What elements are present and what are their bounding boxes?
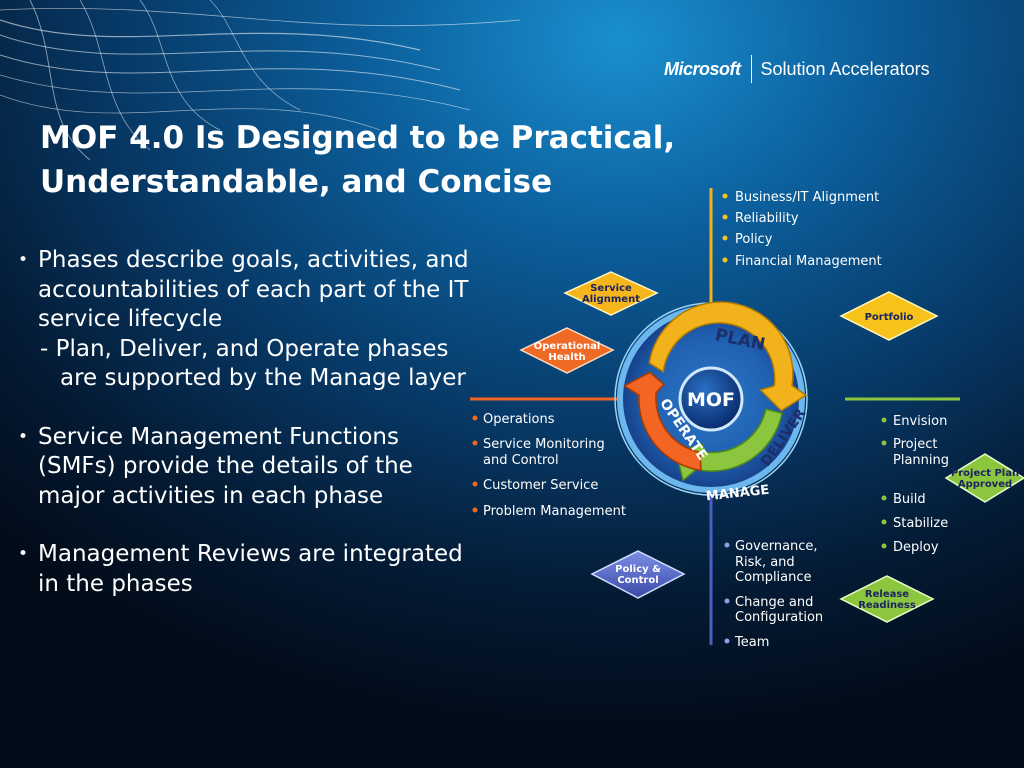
mof-hub — [678, 366, 744, 432]
svg-text:Portfolio: Portfolio — [865, 312, 914, 323]
sub-bullet-item: - Plan, Deliver, and Operate phases are … — [40, 335, 466, 392]
deliver-smf-item: Deploy — [893, 540, 939, 555]
brand-product: Solution Accelerators — [760, 58, 930, 79]
svg-text:Release: Release — [865, 589, 909, 600]
operate-smf-item-line2: and Control — [483, 453, 559, 468]
slide-title: MOF 4.0 Is Designed to be Practical, Und… — [40, 120, 676, 200]
bullet-item: Management Reviews are integrated in the… — [18, 540, 473, 599]
svg-text:Health: Health — [548, 352, 585, 363]
brand-company: Microsoft — [664, 58, 741, 79]
review-policy-control: Policy & Control — [590, 550, 686, 599]
svg-text:Operational: Operational — [534, 341, 601, 352]
manage-smf-item-line2: Risk, and — [735, 555, 795, 570]
review-release-readiness: Release Readiness — [839, 575, 935, 623]
microsoft-logo: Microsoft Solution Accelerators — [664, 54, 930, 84]
bullet-item: Service Management Functions (SMFs) prov… — [18, 423, 473, 512]
deliver-smf-item-line2: Planning — [893, 453, 949, 468]
bullet-list: Phases describe goals, activities, and a… — [18, 246, 473, 599]
review-project-plan-approved: Project Plan Approved — [944, 453, 1024, 503]
svg-text:Policy &: Policy & — [615, 564, 661, 575]
brand-divider — [750, 55, 752, 83]
operate-smf-item: Service Monitoring — [483, 437, 605, 452]
manage-smf-item-line3: Compliance — [735, 570, 812, 585]
deliver-smf-item: Project — [893, 437, 937, 452]
operate-smf-item: Operations — [483, 412, 555, 427]
svg-text:Readiness: Readiness — [858, 600, 916, 611]
plan-smf-item: Reliability — [735, 211, 799, 226]
deliver-smf-item: Stabilize — [893, 516, 948, 531]
operate-smf-item: Problem Management — [483, 504, 626, 519]
deliver-smf-item: Envision — [893, 414, 947, 429]
svg-text:Service: Service — [590, 283, 632, 294]
plan-smf-item: Business/IT Alignment — [735, 190, 879, 205]
svg-text:Project Plan: Project Plan — [951, 468, 1019, 479]
deliver-arrow — [675, 408, 783, 482]
manage-phase-label: MANAGE — [705, 483, 770, 505]
plan-arrow — [648, 301, 808, 412]
operate-arrow — [623, 371, 702, 472]
operate-smf-list: Operations Service Monitoring and Contro… — [472, 412, 626, 519]
plan-smf-item: Policy — [735, 232, 773, 247]
deliver-smf-list: Envision Project Planning Build Stabiliz… — [881, 414, 949, 555]
svg-text:Approved: Approved — [958, 479, 1012, 490]
svg-text:Control: Control — [617, 575, 658, 586]
manage-smf-item: Change and — [735, 595, 813, 610]
review-service-alignment: Service Alignment — [563, 271, 659, 316]
bullet-item: Phases describe goals, activities, and a… — [18, 246, 473, 335]
manage-smf-item-line2: Configuration — [735, 610, 823, 625]
review-portfolio: Portfolio — [839, 291, 939, 341]
plan-smf-list: Business/IT Alignment Reliability Policy… — [722, 190, 882, 269]
plan-smf-item: Financial Management — [735, 254, 882, 269]
manage-smf-item: Team — [734, 635, 769, 650]
operate-smf-item: Customer Service — [483, 478, 598, 493]
review-operational-health: Operational Health — [519, 327, 615, 374]
mof-center-label: MOF — [687, 389, 735, 411]
svg-text:Alignment: Alignment — [582, 294, 640, 305]
manage-smf-list: Governance, Risk, and Compliance Change … — [724, 539, 823, 650]
deliver-smf-item: Build — [893, 492, 926, 507]
manage-smf-item: Governance, — [735, 539, 818, 554]
